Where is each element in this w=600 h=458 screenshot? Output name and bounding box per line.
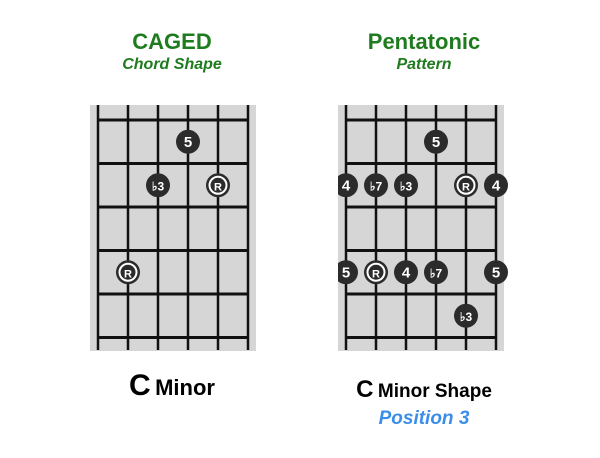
note-marker: ♭7 [364, 173, 388, 198]
note-label: 5 [432, 134, 440, 151]
note-label: R [214, 181, 222, 193]
note-marker: 4 [338, 173, 358, 198]
note-label: 5 [492, 264, 500, 281]
pentatonic-subtitle: Pattern [396, 56, 452, 73]
pentatonic-caption: C Minor Shape [274, 376, 574, 404]
note-label: 4 [492, 177, 501, 194]
root-note-marker: R [116, 260, 140, 285]
note-marker: 4 [394, 260, 418, 285]
note-marker: ♭3 [394, 173, 418, 198]
note-marker: ♭3 [146, 173, 170, 198]
note-label: ♭7 [370, 179, 383, 193]
note-label: R [124, 268, 132, 280]
note-marker: 5 [338, 260, 358, 285]
caged-title: CAGED [132, 29, 212, 54]
note-label: R [372, 268, 380, 280]
note-label: ♭3 [152, 179, 165, 193]
root-note-marker: R [206, 173, 230, 198]
note-marker: 5 [424, 129, 448, 154]
note-label: 5 [342, 264, 350, 281]
note-label: R [462, 181, 470, 193]
note-label: ♭7 [430, 266, 443, 280]
position-label: Position 3 [378, 408, 470, 429]
pentatonic-caption-shape: Minor Shape [377, 381, 492, 402]
caged-caption-key: C [128, 369, 151, 402]
note-label: ♭3 [400, 179, 413, 193]
note-label: 4 [342, 177, 351, 194]
note-label: ♭3 [460, 310, 473, 324]
note-marker: 4 [484, 173, 508, 198]
root-note-marker: R [454, 173, 478, 198]
pentatonic-title: Pentatonic [367, 29, 481, 54]
note-marker: 5 [176, 129, 200, 154]
pentatonic-caption-key: C [356, 376, 374, 403]
caged-subtitle: Chord Shape [122, 56, 222, 73]
note-label: 5 [184, 134, 192, 151]
note-marker: 5 [484, 260, 508, 285]
caged-caption-quality: Minor [155, 375, 215, 400]
note-label: 4 [402, 264, 411, 281]
caged-caption: C Minor [22, 369, 322, 403]
root-note-marker: R [364, 260, 388, 285]
note-marker: ♭7 [424, 260, 448, 285]
fretboard-background [338, 105, 504, 351]
note-marker: ♭3 [454, 303, 478, 328]
fretboard-background [90, 105, 256, 351]
